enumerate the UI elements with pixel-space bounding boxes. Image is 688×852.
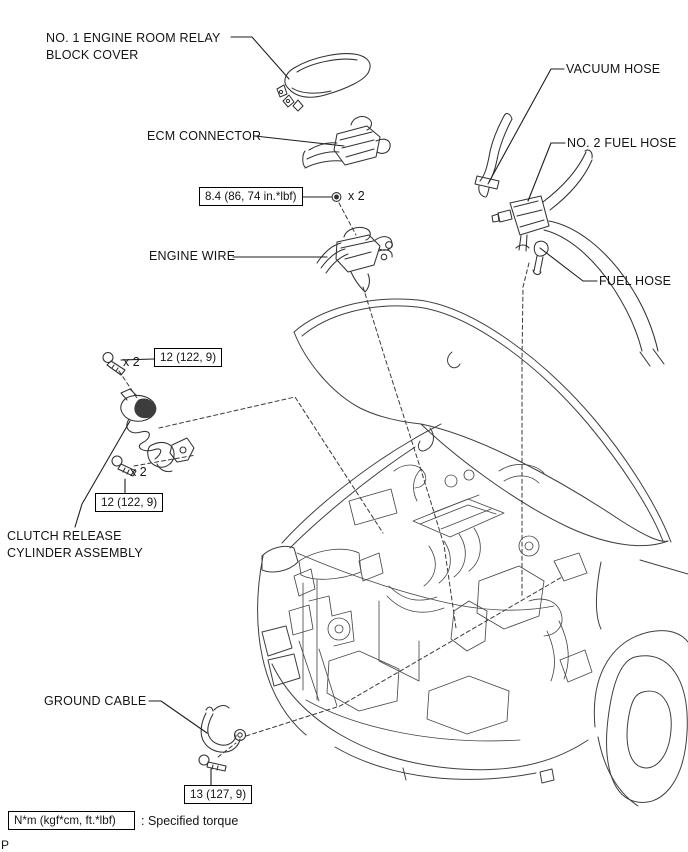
label-no2-fuel-hose: NO. 2 FUEL HOSE bbox=[567, 136, 677, 150]
leader-lines bbox=[74, 36, 598, 786]
no2-fuel-hose-drawing bbox=[491, 149, 665, 367]
legend-description: : Specified torque bbox=[141, 814, 239, 828]
label-clutch-release-cylinder: CLUTCH RELEASE CYLINDER ASSEMBLY bbox=[7, 529, 143, 560]
legend-torque-unit-box: N*m (kgf*cm, ft.*lbf) bbox=[8, 811, 135, 830]
label-fuel-hose: FUEL HOSE bbox=[599, 274, 672, 288]
torque-box-clutch-lower-bolts: 12 (122, 9) bbox=[95, 493, 164, 512]
torque-box-ground-cable-bolt: 13 (127, 9) bbox=[184, 785, 253, 804]
bolt-icon bbox=[198, 754, 227, 772]
torque-box-ecm-nuts: 8.4 (86, 74 in.*lbf) bbox=[199, 187, 303, 206]
car-body-drawing bbox=[257, 298, 688, 807]
engine-wire-drawing bbox=[316, 226, 393, 293]
bolt-icon bbox=[111, 455, 137, 477]
clutch-release-cylinder-drawing bbox=[120, 388, 195, 473]
ecm-connector-drawing bbox=[302, 116, 391, 169]
label-relay-block-cover: NO. 1 ENGINE ROOM RELAY BLOCK COVER bbox=[46, 31, 221, 62]
nut-icon bbox=[331, 192, 342, 202]
label-vacuum-hose: VACUUM HOSE bbox=[566, 62, 661, 76]
dashed-locator-lines bbox=[118, 202, 563, 758]
fuel-hose-drawing bbox=[532, 240, 549, 275]
label-engine-wire: ENGINE WIRE bbox=[149, 249, 236, 263]
quantity-label: x 2 bbox=[348, 189, 365, 203]
torque-box-clutch-upper-bolts: 12 (122, 9) bbox=[154, 348, 223, 367]
page-corner-marker: P bbox=[1, 838, 10, 852]
ground-cable-drawing bbox=[200, 705, 247, 753]
quantity-label: x 2 bbox=[123, 355, 140, 369]
label-ground-cable: GROUND CABLE bbox=[44, 694, 147, 708]
fastener-icons bbox=[102, 192, 342, 772]
relay-block-cover-drawing bbox=[276, 53, 371, 112]
vacuum-hose-drawing bbox=[474, 113, 513, 198]
engine-bay-drawing bbox=[288, 464, 593, 742]
label-ecm-connector: ECM CONNECTOR bbox=[147, 129, 262, 143]
quantity-label: x 2 bbox=[130, 465, 147, 479]
bolt-icon bbox=[102, 351, 126, 376]
